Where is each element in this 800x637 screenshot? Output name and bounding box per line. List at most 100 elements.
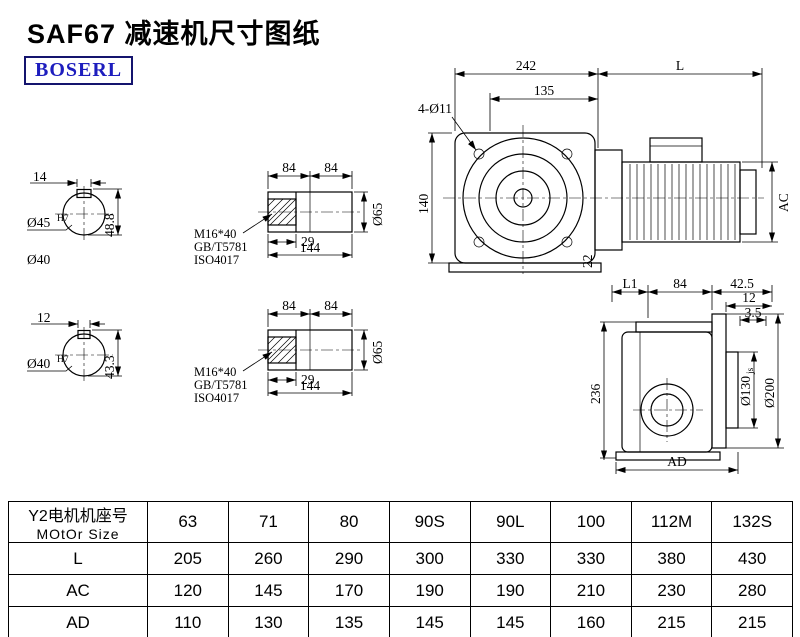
table-cell: 110 bbox=[147, 606, 229, 637]
leader-line bbox=[242, 351, 273, 372]
table-cell: 280 bbox=[711, 574, 793, 607]
ext-lines bbox=[428, 68, 778, 264]
bolt-hole bbox=[561, 148, 573, 160]
dim-bore-tol: H7 bbox=[57, 355, 69, 365]
table-cell: 215 bbox=[711, 606, 793, 637]
motor-size-header: Y2电机机座号 MOtOr Size bbox=[8, 501, 148, 543]
bolt-spec: M16*40 bbox=[194, 227, 236, 241]
table-cell: 145 bbox=[227, 574, 310, 607]
bolt-std-iso: ISO4017 bbox=[194, 253, 239, 267]
dim-key-length: 29 bbox=[301, 234, 315, 249]
dim-key-width: 12 bbox=[37, 310, 51, 325]
motor-size-header-cn: Y2电机机座号 bbox=[28, 508, 128, 525]
size-col-header: 71 bbox=[227, 501, 310, 543]
dim-foot: 22 bbox=[580, 255, 595, 269]
motor-size-header-en: MOtOr Size bbox=[36, 526, 120, 542]
center-lines bbox=[633, 378, 703, 442]
view-hollow-shaft-section-40: 12 Ø40 H7 43.3 bbox=[27, 310, 122, 384]
view-hollow-shaft-section-45: 14 Ø45 H7 48.8 Ø40 bbox=[27, 169, 122, 267]
table-cell: 190 bbox=[388, 574, 471, 607]
technical-drawing: 14 Ø45 H7 48.8 Ø40 12 Ø40 H7 43.3 84 84 bbox=[27, 58, 791, 474]
size-col-header: 80 bbox=[308, 501, 390, 543]
cooling-fins bbox=[629, 164, 736, 240]
dim-seg1: 84 bbox=[282, 160, 296, 175]
table-cell: 145 bbox=[469, 606, 552, 637]
bolt-std-gb: GB/T5781 bbox=[194, 378, 247, 392]
center-lines bbox=[55, 186, 113, 243]
table-cell: 190 bbox=[469, 574, 552, 607]
page-title: SAF67 减速机尺寸图纸 bbox=[27, 19, 321, 49]
dim-step1: 12 bbox=[742, 290, 756, 305]
size-col-header: 90L bbox=[469, 501, 552, 543]
view-output-shaft-bottom: 84 84 29 144 Ø65 M16*40 GB/T5781 ISO4017 bbox=[194, 298, 385, 405]
dim-flange-width: 135 bbox=[534, 83, 555, 98]
boserl-logo: BOSERL bbox=[24, 56, 134, 85]
row-label: AC bbox=[8, 574, 148, 607]
dim-spigot-tol: js bbox=[746, 367, 756, 375]
dim-bore-tol: H7 bbox=[57, 214, 69, 224]
motor-flange bbox=[594, 149, 623, 251]
size-col-header: 112M bbox=[630, 501, 713, 543]
dim-total-length: 144 bbox=[300, 240, 321, 255]
dim-shaft-dia: Ø65 bbox=[370, 341, 385, 364]
dim-motor-length: L bbox=[676, 58, 684, 73]
table-cell: 135 bbox=[308, 606, 390, 637]
dim-right: 42.5 bbox=[730, 276, 754, 291]
leader-line bbox=[242, 213, 273, 234]
dim-bolt-holes: 4-Ø11 bbox=[418, 101, 452, 116]
dim-spigot-dia: Ø130 bbox=[738, 376, 753, 406]
bolt-std-gb: GB/T5781 bbox=[194, 240, 247, 254]
table-cell: 215 bbox=[630, 606, 713, 637]
dim-shaft-dia: Ø65 bbox=[370, 203, 385, 226]
row-label: L bbox=[8, 542, 148, 575]
dim-total-length: 144 bbox=[300, 378, 321, 393]
size-col-header: 90S bbox=[388, 501, 471, 543]
table-cell: 260 bbox=[227, 542, 310, 575]
center-lines bbox=[443, 125, 764, 274]
table-cell: 330 bbox=[550, 542, 632, 575]
output-flange bbox=[711, 313, 727, 449]
table-cell: 170 bbox=[308, 574, 390, 607]
dim-depth-ad: AD bbox=[667, 454, 687, 469]
dim-height: 236 bbox=[588, 384, 603, 405]
spigot-dia-label: Ø130 js bbox=[738, 367, 756, 406]
view-front: 242 L 135 4-Ø11 140 22 AC bbox=[416, 58, 791, 274]
table-row-L: L 205 260 290 300 330 330 380 430 bbox=[8, 542, 793, 575]
dim-key-depth: 43.3 bbox=[102, 355, 117, 379]
view-output-shaft-top: 84 84 29 144 Ø65 M16*40 GB/T5781 ISO4017 bbox=[194, 160, 385, 267]
table-cell: 300 bbox=[388, 542, 471, 575]
bolt-std-iso: ISO4017 bbox=[194, 391, 239, 405]
motor-body bbox=[621, 161, 741, 243]
table-cell: 120 bbox=[147, 574, 229, 607]
size-col-header: 63 bbox=[147, 501, 229, 543]
dim-motor-dia: AC bbox=[776, 193, 791, 212]
dim-bore: Ø40 bbox=[27, 356, 50, 371]
table-row-AD: AD 110 130 135 145 145 160 215 215 bbox=[8, 606, 793, 637]
dim-mid: 84 bbox=[673, 276, 687, 291]
flange-spigot bbox=[725, 351, 739, 429]
leader-line bbox=[451, 116, 477, 151]
size-col-header: 132S bbox=[711, 501, 793, 543]
size-col-header: 100 bbox=[550, 501, 632, 543]
row-label: AD bbox=[8, 606, 148, 637]
table-cell: 330 bbox=[469, 542, 552, 575]
alt-bore-label: Ø40 bbox=[27, 252, 50, 267]
dim-seg2: 84 bbox=[324, 160, 338, 175]
dim-key-width: 14 bbox=[33, 169, 47, 184]
table-cell: 130 bbox=[227, 606, 310, 637]
dim-key-length: 29 bbox=[301, 372, 315, 387]
table-cell: 430 bbox=[711, 542, 793, 575]
table-cell: 290 bbox=[308, 542, 390, 575]
gearbox-side-body bbox=[621, 331, 713, 453]
dim-seg2: 84 bbox=[324, 298, 338, 313]
dim-bore: Ø45 bbox=[27, 215, 50, 230]
dim-seg1: 84 bbox=[282, 298, 296, 313]
table-cell: 160 bbox=[550, 606, 632, 637]
mounting-feet bbox=[615, 451, 721, 461]
dim-flange-dia: Ø200 bbox=[762, 378, 777, 408]
dim-step2: 3.5 bbox=[745, 305, 762, 320]
logo-text: BOSERL bbox=[35, 59, 123, 81]
motor-end-cap bbox=[739, 169, 757, 235]
table-row-AC: AC 120 145 170 190 190 210 230 280 bbox=[8, 574, 793, 607]
